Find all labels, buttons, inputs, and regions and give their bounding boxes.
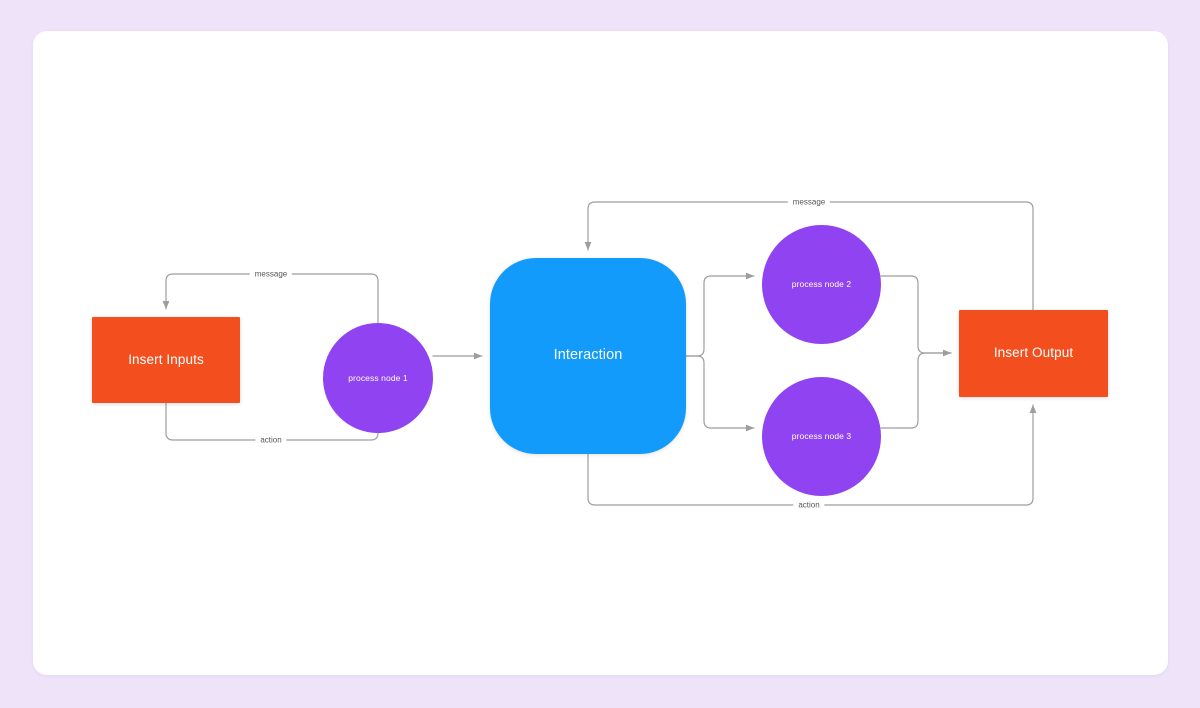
- node-interaction[interactable]: Interaction: [490, 258, 686, 454]
- node-interaction-label: Interaction: [553, 347, 623, 364]
- edge-label-message-left: message: [249, 269, 293, 279]
- node-process-node-3-label: process node 3: [791, 431, 852, 442]
- edge-process3-to-output: [880, 352, 952, 429]
- edge-message-left: [162, 273, 379, 324]
- edge-interaction-to-process3: [685, 355, 755, 432]
- edge-label-message-right: message: [787, 197, 831, 207]
- node-process-node-3[interactable]: process node 3: [762, 377, 881, 496]
- edge-interaction-to-process2: [685, 272, 755, 357]
- diagram-canvas-card[interactable]: Insert Inputs process node 1 Interaction…: [33, 31, 1168, 675]
- node-process-node-1-label: process node 1: [348, 372, 408, 383]
- node-insert-output[interactable]: Insert Output: [959, 310, 1108, 397]
- node-insert-inputs[interactable]: Insert Inputs: [92, 317, 240, 403]
- edge-process2-to-output: [880, 275, 952, 357]
- node-insert-output-label: Insert Output: [993, 345, 1074, 361]
- node-process-node-1[interactable]: process node 1: [323, 323, 433, 433]
- edge-label-action-right: action: [793, 500, 825, 510]
- edge-label-action-left: action: [255, 435, 287, 445]
- node-process-node-2[interactable]: process node 2: [762, 225, 881, 344]
- diagram-layer[interactable]: Insert Inputs process node 1 Interaction…: [33, 31, 1168, 675]
- node-process-node-2-label: process node 2: [791, 279, 852, 290]
- node-insert-inputs-label: Insert Inputs: [128, 351, 204, 367]
